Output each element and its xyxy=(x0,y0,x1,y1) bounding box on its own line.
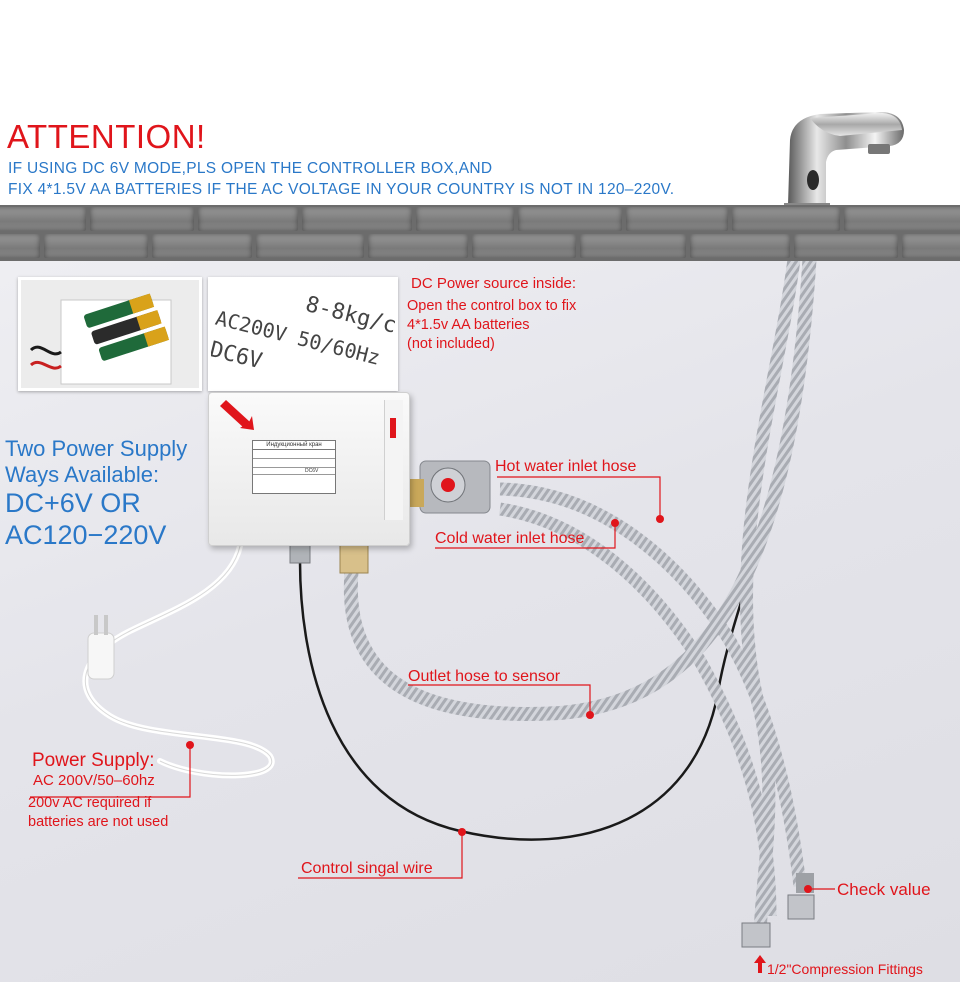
dc-note-title: DC Power source inside: xyxy=(411,275,577,292)
power-supply-note-2: batteries are not used xyxy=(28,814,169,830)
battery-box-photo xyxy=(18,277,202,391)
attention-line-2: FIX 4*1.5V AA BATTERIES IF THE AC VOLTAG… xyxy=(8,181,675,198)
plumbing-illustration xyxy=(30,261,835,973)
dc-note-line-1: Open the control box to fix xyxy=(407,298,577,314)
power-supply-spec: AC 200V/50–60hz xyxy=(33,772,155,789)
controller-label-dc: DC6V xyxy=(253,468,335,475)
power-supply-title: Power Supply: xyxy=(32,750,155,771)
compression-fittings-label: 1/2"Compression Fittings xyxy=(767,961,923,977)
power-ways-line-2: Ways Available: xyxy=(5,462,160,487)
power-ways-line-3: DC+6V OR xyxy=(5,488,141,518)
check-valve-label: Check value xyxy=(837,880,931,899)
voltage-label-photo: 8-8kg/cm AC200V 50/60Hz DC6V xyxy=(208,277,398,391)
controller-indicator xyxy=(390,418,396,438)
brick-wall xyxy=(0,205,960,261)
attention-line-1: IF USING DC 6V MODE,PLS OPEN THE CONTROL… xyxy=(8,160,493,177)
dc-note-line-3: (not included) xyxy=(407,336,495,352)
arrow-pointer-icon xyxy=(220,400,254,430)
attention-title: ATTENTION! xyxy=(7,118,206,155)
control-wire-label: Control singal wire xyxy=(301,860,433,877)
controller-label-title: Индукционный кран xyxy=(253,441,335,450)
outlet-hose-label: Outlet hose to sensor xyxy=(408,668,561,685)
controller-label: Индукционный кран DC6V xyxy=(252,440,336,494)
cold-water-inlet-label: Cold water inlet hose xyxy=(435,530,585,547)
hot-water-inlet-label: Hot water inlet hose xyxy=(495,458,637,475)
dc-note-line-2: 4*1.5v AA batteries xyxy=(407,317,530,333)
power-supply-note-1: 200v AC required if xyxy=(28,795,152,811)
controller-side-panel xyxy=(384,400,403,520)
power-ways-line-1: Two Power Supply xyxy=(5,436,188,461)
faucet-image xyxy=(784,112,904,211)
power-ways-line-4: AC120−220V xyxy=(5,520,167,550)
